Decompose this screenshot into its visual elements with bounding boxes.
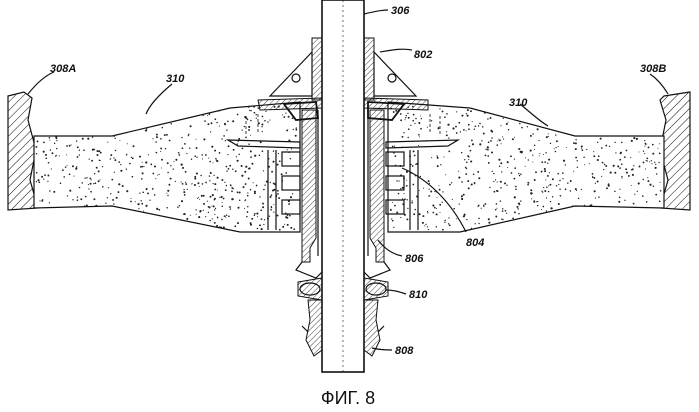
label-804: 804 (466, 237, 484, 249)
label-802: 802 (414, 49, 432, 61)
figure-caption: ФИГ. 8 (321, 388, 375, 408)
label-308b: 308B (640, 63, 666, 75)
label-306: 306 (391, 5, 410, 17)
label-808: 808 (395, 345, 414, 357)
label-310-right: 310 (509, 97, 528, 109)
label-310-left: 310 (166, 73, 185, 85)
slab-310-left (34, 102, 300, 232)
label-806: 806 (405, 253, 424, 265)
label-810: 810 (409, 289, 428, 301)
slab-310-right (388, 102, 664, 232)
label-308a: 308A (50, 63, 76, 75)
pipe-306 (322, 0, 364, 372)
